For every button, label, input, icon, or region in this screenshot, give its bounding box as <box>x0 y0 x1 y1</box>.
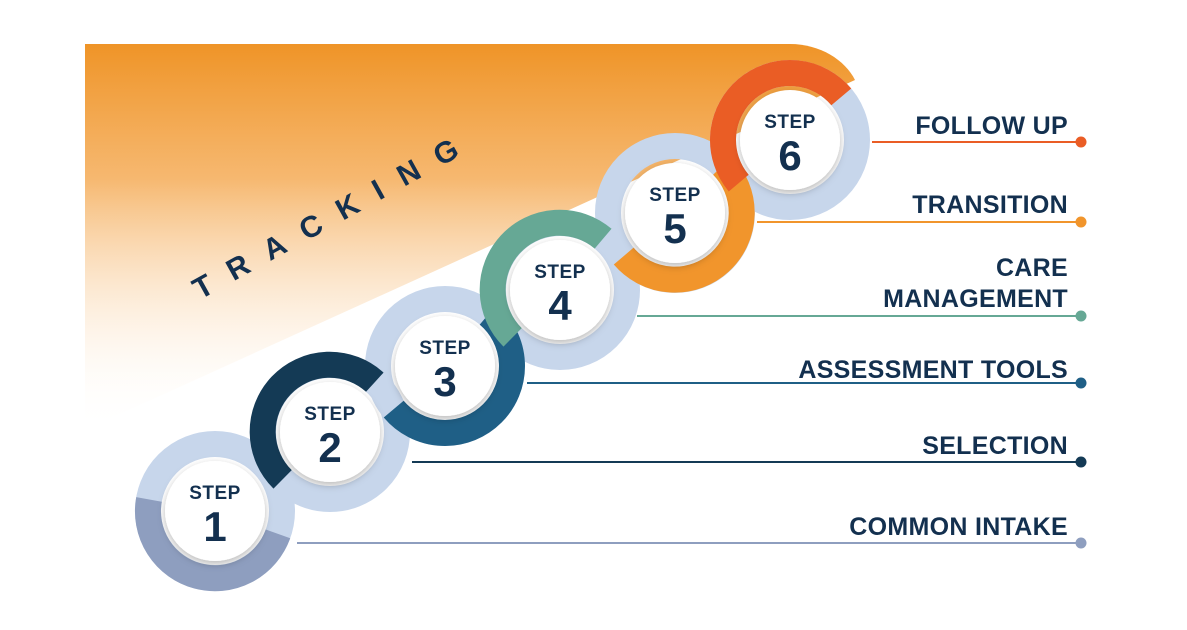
connector-lines <box>297 136 1087 549</box>
step-word-4: STEP <box>534 262 586 283</box>
connector-dot-step-4 <box>1075 310 1087 322</box>
ring-arc-step-5 <box>613 156 755 293</box>
connector-dot-step-6 <box>1075 136 1087 148</box>
step-labels: COMMON INTAKE SELECTION ASSESSMENT TOOLS CA… <box>798 112 1068 541</box>
stage-label-step-1: COMMON INTAKE <box>849 513 1068 541</box>
stage-label-step-6: FOLLOW UP <box>915 112 1068 140</box>
step-disc-2 <box>280 382 380 482</box>
stage-label-step-4-line-1: CARE <box>996 254 1068 282</box>
connector-dot-step-3 <box>1075 377 1087 389</box>
step-disc-5 <box>625 163 725 263</box>
step-disc-3 <box>395 316 495 416</box>
step-word-3: STEP <box>419 338 471 359</box>
connector-dot-step-2 <box>1075 456 1087 468</box>
stage-label-step-5: TRANSITION <box>912 191 1068 219</box>
step-number-4: 4 <box>548 282 572 329</box>
connector-dot-step-5 <box>1075 216 1087 228</box>
step-number-5: 5 <box>663 205 686 252</box>
ring-arc-step-6 <box>710 60 852 192</box>
step-rings <box>134 60 870 592</box>
step-word-1: STEP <box>189 483 241 504</box>
ring-arc-step-4 <box>479 209 612 347</box>
ring-arc-step-1 <box>134 497 291 592</box>
connector-dot-step-1 <box>1075 537 1087 549</box>
stage-label-step-2: SELECTION <box>922 432 1068 460</box>
ring-arc-step-2 <box>249 351 384 489</box>
stage-label-step-3: ASSESSMENT TOOLS <box>798 356 1068 384</box>
step-disc-4 <box>510 240 610 340</box>
stage-label-step-4-line-2: MANAGEMENT <box>883 285 1068 313</box>
step-number-2: 2 <box>318 424 341 471</box>
step-number-3: 3 <box>433 358 456 405</box>
step-word-6: STEP <box>764 112 816 133</box>
step-number-1: 1 <box>203 503 226 550</box>
step-word-5: STEP <box>649 185 701 206</box>
step-number-6: 6 <box>778 132 801 179</box>
step-disc-6 <box>740 90 840 190</box>
step-disc-1 <box>165 461 265 561</box>
step-word-2: STEP <box>304 404 356 425</box>
